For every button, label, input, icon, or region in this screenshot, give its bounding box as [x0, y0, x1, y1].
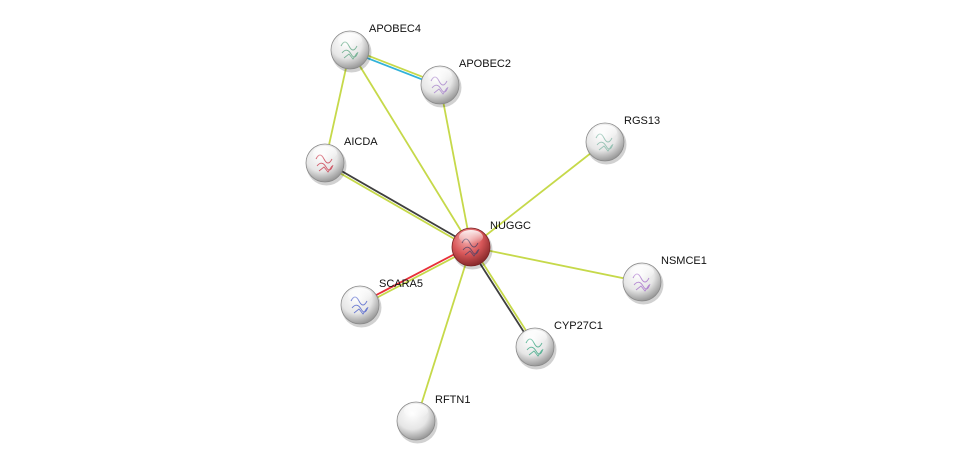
node-label: AICDA [344, 136, 378, 148]
edge-apobec2-nuggc[interactable] [439, 84, 472, 248]
edge-apobec4-nuggc[interactable] [349, 49, 472, 248]
node-highlight [459, 230, 483, 244]
edge-evidence-line [325, 161, 473, 247]
node-highlight [338, 33, 362, 47]
node-label: APOBEC2 [459, 58, 511, 70]
node-nuggc[interactable]: NUGGC [451, 220, 531, 270]
node-label: SCARA5 [379, 278, 423, 290]
node-label: RGS13 [624, 115, 660, 127]
edge-evidence-line [439, 84, 472, 248]
edge-evidence-line [360, 247, 473, 307]
node-aicda[interactable]: AICDA [305, 136, 378, 186]
node-highlight [313, 146, 337, 160]
edge-scara5-nuggc[interactable] [358, 245, 473, 307]
edge-evidence-line [358, 245, 471, 305]
edge-evidence-line [415, 246, 472, 422]
edge-evidence-line [470, 141, 606, 248]
edge-evidence-line [469, 247, 535, 349]
node-label: APOBEC4 [369, 23, 421, 35]
edge-evidence-line [470, 246, 643, 283]
node-label: CYP27C1 [554, 320, 603, 332]
edge-aicda-nuggc[interactable] [323, 161, 473, 249]
edge-nsmce1-nuggc[interactable] [470, 246, 643, 283]
node-nsmce1[interactable]: NSMCE1 [622, 255, 707, 305]
node-rgs13[interactable]: RGS13 [585, 115, 660, 165]
edge-evidence-line [471, 245, 537, 347]
node-highlight [630, 265, 654, 279]
node-highlight [523, 330, 547, 344]
edge-cyp27c1-nuggc[interactable] [469, 245, 537, 349]
node-scara5[interactable]: SCARA5 [340, 278, 423, 328]
node-highlight [404, 404, 428, 418]
node-label: NSMCE1 [661, 255, 707, 267]
node-highlight [593, 125, 617, 139]
edge-evidence-line [323, 163, 471, 249]
edge-layer [323, 47, 643, 422]
edge-rftn1-nuggc[interactable] [415, 246, 472, 422]
node-highlight [428, 68, 452, 82]
node-apobec2[interactable]: APOBEC2 [420, 58, 511, 108]
node-cyp27c1[interactable]: CYP27C1 [515, 320, 603, 370]
node-label: NUGGC [490, 220, 531, 232]
node-apobec4[interactable]: APOBEC4 [330, 23, 421, 73]
edge-rgs13-nuggc[interactable] [470, 141, 606, 248]
node-highlight [348, 288, 372, 302]
edge-evidence-line [349, 49, 472, 248]
node-label: RFTN1 [435, 394, 470, 406]
node-rftn1[interactable]: RFTN1 [396, 394, 470, 444]
